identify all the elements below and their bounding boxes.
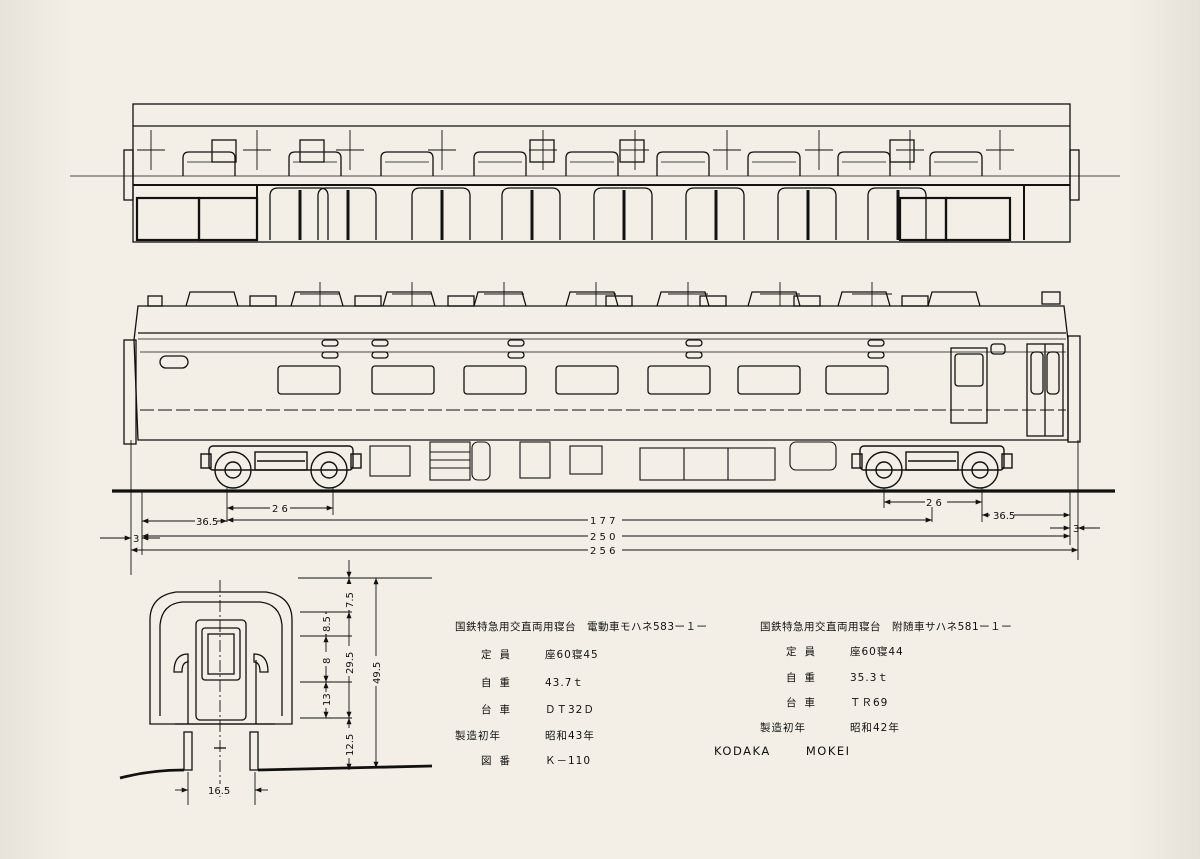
- bogie-wheel: [214, 451, 252, 489]
- bogie-bolster: [254, 451, 308, 471]
- compartment-outline: [501, 187, 561, 240]
- roof-cooler: [382, 291, 436, 307]
- dim-h-floor: 12.5: [345, 734, 356, 756]
- berth-outline: [182, 151, 236, 176]
- dim-end-left: 3: [133, 534, 139, 545]
- ventilator-box: [619, 139, 645, 163]
- side-view: [112, 282, 1115, 493]
- roof-vent: [354, 295, 382, 307]
- dim-wheelbase-right: 2 6: [926, 498, 942, 509]
- plan-view: [70, 103, 1120, 243]
- berth-outline: [565, 151, 619, 176]
- bogie-bolster: [905, 451, 959, 471]
- dim-h-roof: 7.5: [345, 592, 356, 608]
- spec-title-right: 国鉄特急用交直両用寝台 附随車サハネ581ー１ー: [760, 621, 1013, 633]
- marker-lamp: [867, 351, 885, 359]
- marker-lamp: [321, 351, 339, 359]
- ventilator-box: [299, 139, 325, 163]
- compartment-outline: [317, 187, 377, 240]
- dim-bogie-centers: 1 7 7: [590, 516, 615, 527]
- side-window: [371, 365, 435, 395]
- bogie-axle: [971, 461, 989, 479]
- ventilator-box: [889, 139, 915, 163]
- compartment-outline: [685, 187, 745, 240]
- dim-bogie-offset-left: 36.5: [196, 517, 218, 528]
- berth-outline: [929, 151, 983, 176]
- roof-cooler: [473, 291, 527, 307]
- compartment-outline: [867, 187, 927, 240]
- dim-bogie-offset-right: 36.5: [993, 511, 1015, 522]
- berth-outline: [473, 151, 527, 176]
- marker-lamp: [371, 351, 389, 359]
- ventilator-box: [529, 139, 555, 163]
- roof-vent: [605, 295, 633, 307]
- roof-cooler: [656, 291, 710, 307]
- dim-overall-length: 2 5 6: [590, 546, 615, 557]
- bogie-wheel: [310, 451, 348, 489]
- berth-outline: [747, 151, 801, 176]
- dim-h-upper: 8.5: [322, 616, 333, 632]
- bogie-brake: [851, 453, 863, 469]
- berth-outline: [656, 151, 710, 176]
- roof-vent: [249, 295, 277, 307]
- dim-h-lower: 13: [322, 693, 333, 706]
- roof-vent: [447, 295, 475, 307]
- dim-end-right: 3: [1073, 524, 1079, 535]
- compartment-outline: [411, 187, 471, 240]
- roof-cooler: [747, 291, 801, 307]
- marker-lamp: [867, 339, 885, 347]
- bogie-axle: [875, 461, 893, 479]
- marker-lamp: [685, 339, 703, 347]
- roof-cooler: [837, 291, 891, 307]
- marker-lamp: [321, 339, 339, 347]
- bogie-brake: [200, 453, 212, 469]
- longitudinal-dimension-labels: 36.5 2 6 2 6 36.5 1 7 7 2 5 0 2 5 6 3 3: [133, 495, 1079, 557]
- side-window: [463, 365, 527, 395]
- roof-vent: [699, 295, 727, 307]
- end-view: [119, 580, 433, 800]
- bogie-axle: [224, 461, 242, 479]
- roof-cooler: [565, 291, 619, 307]
- spec-title-left: 国鉄特急用交直両用寝台 電動車モハネ583ー１ー: [455, 621, 708, 633]
- marker-lamp: [371, 339, 389, 347]
- roof-cooler: [927, 291, 981, 307]
- height-dimension-labels: 7.5 8.5 8 13 12.5 29.5 49.5 16.5: [204, 584, 383, 797]
- roof-vent: [901, 295, 929, 307]
- roof-cooler: [185, 291, 239, 307]
- dim-h-window: 8: [322, 658, 333, 664]
- compartment-outline: [269, 187, 329, 240]
- maker-name: KODAKA MOKEI: [714, 744, 851, 758]
- side-window: [277, 365, 341, 395]
- marker-lamp: [507, 351, 525, 359]
- dim-h-mid: 29.5: [345, 652, 356, 674]
- berth-outline: [837, 151, 891, 176]
- marker-lamp: [507, 339, 525, 347]
- roof-cooler: [290, 291, 344, 307]
- dim-wheelbase-left: 2 6: [272, 504, 288, 515]
- side-window: [737, 365, 801, 395]
- bogie-brake: [1001, 453, 1013, 469]
- dim-h-total: 49.5: [372, 662, 383, 684]
- bogie-wheel: [961, 451, 999, 489]
- bogie-frame: [859, 445, 1005, 471]
- bogie-brake: [350, 453, 362, 469]
- berth-outline: [288, 151, 342, 176]
- compartment-outline: [593, 187, 653, 240]
- dim-body-length: 2 5 0: [590, 532, 615, 543]
- compartment-outline: [777, 187, 837, 240]
- ventilator-box: [211, 139, 237, 163]
- bogie-axle: [320, 461, 338, 479]
- side-window: [555, 365, 619, 395]
- marker-lamp: [685, 351, 703, 359]
- side-window: [647, 365, 711, 395]
- berth-outline: [380, 151, 434, 176]
- dim-gauge: 16.5: [208, 786, 230, 797]
- bogie-frame: [208, 445, 354, 471]
- side-window: [825, 365, 889, 395]
